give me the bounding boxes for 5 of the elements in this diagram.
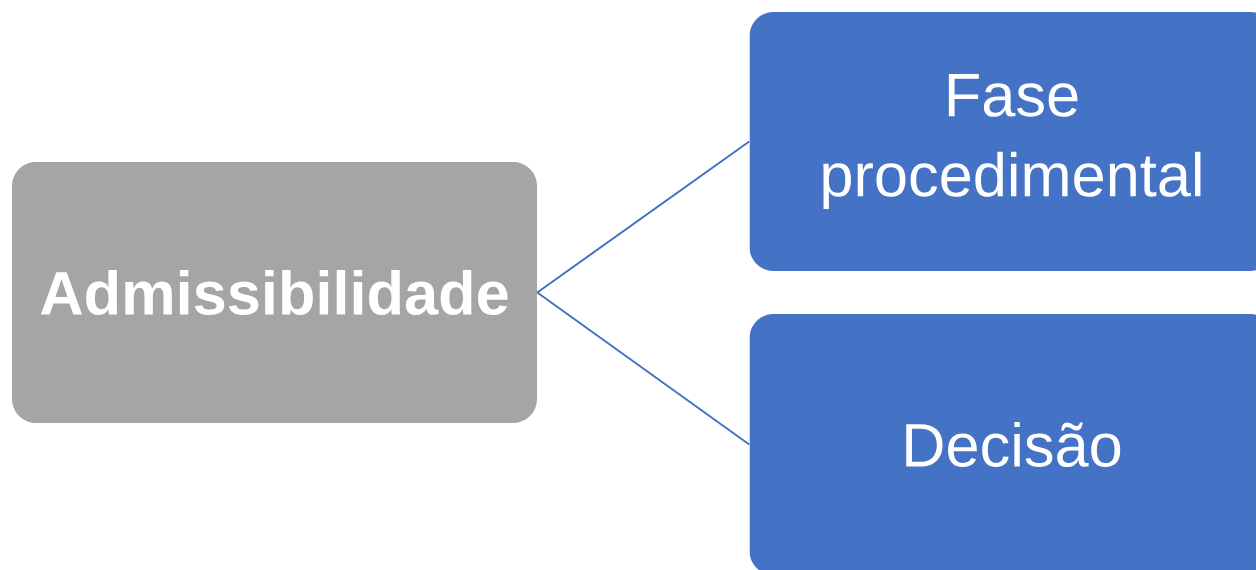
- process-box: Decisão: [749, 314, 1256, 570]
- process-box: Admissibilidade: [12, 162, 537, 423]
- connector-line: [536, 140, 751, 294]
- connector-line: [536, 291, 751, 446]
- process-box: Fase procedimental: [749, 12, 1256, 271]
